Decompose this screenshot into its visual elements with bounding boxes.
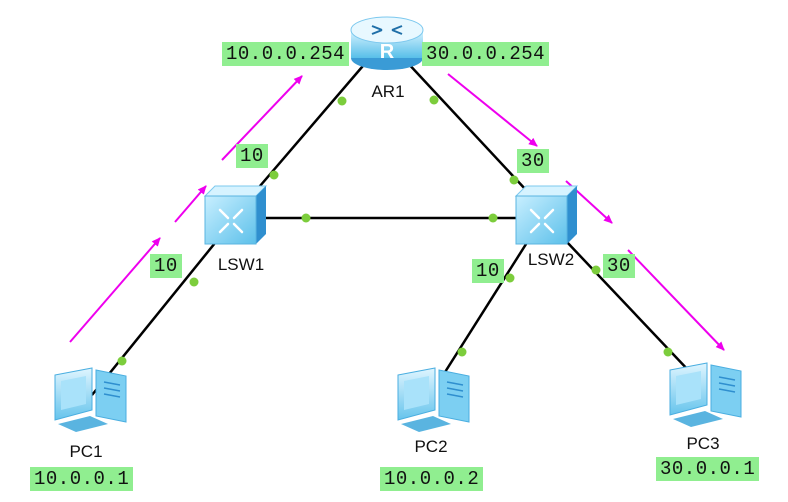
router-glyph: R — [380, 41, 395, 63]
port-dots — [117, 95, 673, 366]
device-name-lsw2: LSW2 — [527, 250, 575, 269]
traffic-arrow — [174, 185, 207, 223]
router-interface-label-right: 30.0.0.254 — [422, 42, 550, 66]
port-dot — [189, 277, 199, 287]
link-lsw2-pc3 — [547, 221, 691, 373]
traffic-arrows — [69, 73, 725, 351]
pc-icon-pc2[interactable] — [397, 367, 470, 432]
port-dot — [337, 96, 347, 106]
pc-icon-pc1[interactable] — [54, 367, 127, 432]
router-interface-label-left: 10.0.0.254 — [222, 42, 350, 66]
traffic-arrow — [69, 237, 161, 343]
device-name-lsw1: LSW1 — [217, 255, 265, 274]
vlan-tag-lsw1-uplink: 10 — [236, 144, 268, 168]
switch-icon-lsw1[interactable] — [203, 185, 268, 245]
device-name-ar1: AR1 — [371, 82, 405, 101]
link-ar1-lsw1 — [247, 59, 369, 201]
traffic-arrow — [221, 75, 303, 161]
pc2-ip-label: 10.0.0.2 — [380, 467, 484, 491]
vlan-tag-lsw2-uplink: 30 — [517, 149, 549, 173]
vlan-tag-lsw2-pc2: 10 — [472, 259, 504, 283]
port-dot — [117, 356, 127, 366]
pc-icon-pc3[interactable] — [669, 362, 742, 427]
port-dot — [457, 347, 467, 357]
port-dot — [505, 273, 515, 283]
port-dot — [488, 213, 498, 223]
device-name-pc3: PC3 — [686, 434, 720, 453]
port-dot — [301, 213, 311, 223]
link-lsw2-pc2 — [438, 221, 542, 381]
link-lsw1-pc1 — [91, 221, 233, 396]
device-name-pc1: PC1 — [69, 442, 103, 461]
pc3-ip-label: 30.0.0.1 — [656, 457, 760, 481]
port-dot — [429, 95, 439, 105]
pc1-ip-label: 10.0.0.1 — [30, 467, 134, 491]
port-dot — [663, 347, 673, 357]
port-dot — [269, 170, 279, 180]
vlan-tag-lsw2-pc3: 30 — [603, 254, 635, 278]
traffic-arrow — [447, 73, 538, 147]
vlan-tag-lsw1-pc1: 10 — [150, 254, 182, 278]
traffic-arrow — [627, 249, 725, 351]
port-dot — [509, 175, 519, 185]
device-name-pc2: PC2 — [414, 437, 448, 456]
port-dot — [591, 265, 601, 275]
switch-icon-lsw2[interactable] — [514, 185, 579, 245]
router-icon[interactable]: R — [350, 16, 424, 70]
